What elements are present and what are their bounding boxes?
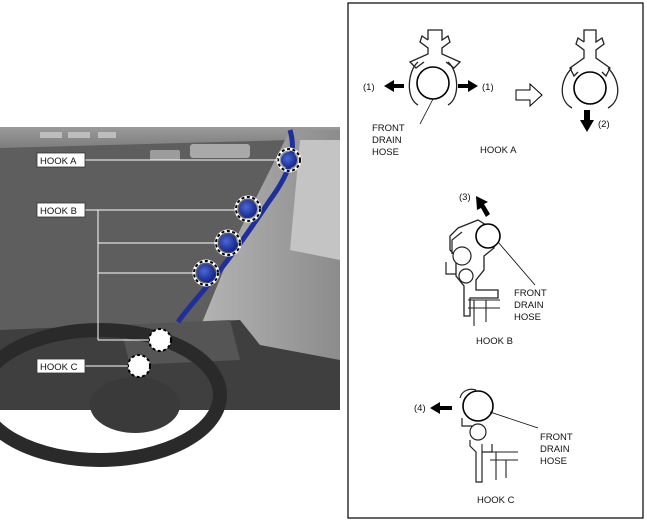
arrow-label: (4) (414, 403, 426, 414)
roof-light (68, 132, 90, 138)
sequence-arrow (515, 82, 543, 108)
hook-a-clip-arms (561, 67, 619, 109)
hook-b-tag (36, 202, 86, 218)
steering-wheel (0, 323, 227, 467)
hose-label: FRONT (540, 432, 573, 443)
hose-section (573, 71, 607, 105)
hook-a-clip-arms (408, 61, 458, 106)
hook-b-marker (148, 328, 172, 352)
hose-section (416, 66, 450, 100)
arrow-up-left (476, 196, 490, 217)
hook-c-marker (127, 354, 151, 378)
callout-leaders (84, 159, 278, 367)
hook-a-clip (281, 152, 297, 168)
side-window (290, 140, 340, 260)
arrow-left (384, 80, 404, 92)
hook-a-title: HOOK A (480, 145, 517, 156)
hook-b-clip (197, 264, 215, 282)
hose-leader (489, 411, 539, 429)
sun-visor-clip (150, 150, 180, 160)
hose-leader (419, 98, 434, 125)
roof-light (98, 132, 116, 138)
hook-a-tag (36, 152, 86, 168)
hook-a-tag-label: HOOK A (40, 156, 77, 167)
hook-c-detail: (4) FRONT DRAIN HOSE HOOK C (414, 388, 573, 506)
hook-c-tag (36, 358, 86, 374)
hook-c-bracket-edge (459, 388, 477, 427)
arrow-right (458, 80, 478, 92)
hose-label: FRONT (514, 288, 547, 299)
hook-b-marker (215, 230, 241, 256)
hook-c-title: HOOK C (477, 495, 515, 506)
dashboard (0, 320, 340, 410)
arrow-label: (3) (459, 192, 471, 203)
hose-label: DRAIN (514, 300, 544, 311)
hook-b-marker (235, 196, 261, 222)
arrow-label: (1) (363, 82, 375, 93)
hose-label: HOSE (540, 456, 567, 467)
arrow-label: (1) (482, 82, 494, 93)
hook-c-boss (469, 423, 487, 441)
hook-b-title: HOOK B (476, 336, 513, 347)
hose-section (462, 390, 494, 422)
interior-photo: HOOK A HOOK B HOOK C (0, 127, 340, 467)
hook-b-detail: (3) FRONT DRAIN HOSE HOOK B (445, 192, 547, 347)
hook-a-clip-released (569, 29, 611, 78)
steering-hub (90, 377, 180, 433)
hose-leader (497, 241, 536, 286)
sun-visor (190, 144, 250, 158)
hook-b-marker (193, 260, 219, 286)
hose-label: DRAIN (372, 135, 402, 146)
hose-section (475, 223, 501, 249)
hook-a-detail: (1) (1) (2) FRONT DRAIN HOSE HOOK A (363, 29, 619, 158)
hook-b-tag-label: HOOK B (40, 206, 77, 217)
hook-b-clip (239, 200, 257, 218)
hook-c-tag-label: HOOK C (40, 362, 78, 373)
hose-label: FRONT (372, 123, 405, 134)
hose-label: HOSE (514, 312, 541, 323)
hook-b-clip (219, 234, 237, 252)
arrow-label: (2) (598, 119, 610, 130)
roof-light (40, 132, 62, 138)
hose-label: DRAIN (540, 444, 570, 455)
hook-b-bracket-edge (445, 231, 463, 275)
arrow-left (430, 402, 452, 414)
hook-b-boss (452, 246, 472, 266)
arrow-down (580, 110, 594, 132)
hook-b-boss (458, 268, 474, 284)
hook-a-clip-open (408, 29, 462, 69)
hose-label: HOSE (372, 147, 399, 158)
